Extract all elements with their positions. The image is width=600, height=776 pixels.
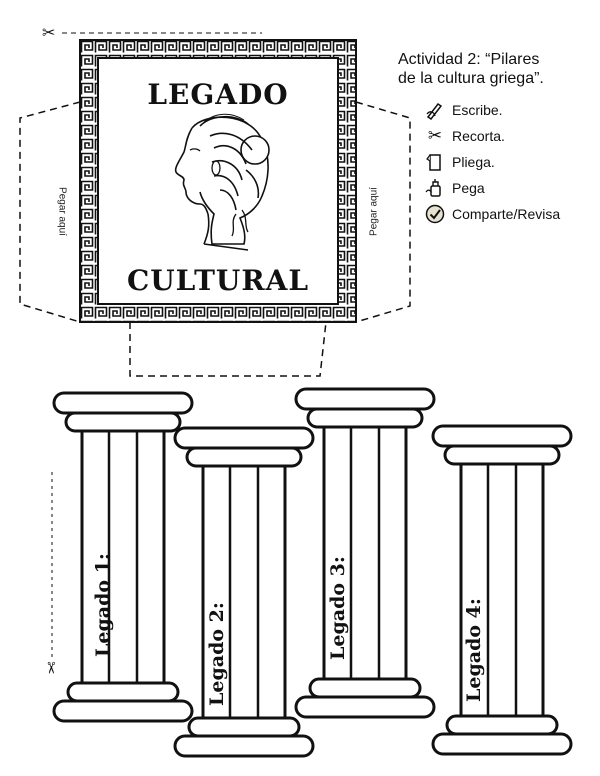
pillar-label-4: Legado 4: — [463, 598, 485, 702]
flap-left — [19, 101, 81, 323]
card-title-top: LEGADO — [147, 78, 289, 111]
glue-label-right: Pegar aquí — [368, 187, 380, 236]
glue-label-left: Pegar aquí — [56, 187, 68, 236]
activity-title: Actividad 2: “Pilares de la cultura grie… — [398, 50, 594, 88]
flap-bottom — [129, 321, 327, 377]
instruction-label: Pliega. — [452, 154, 495, 170]
scissors-icon: ✂ — [42, 23, 56, 42]
instruction-item-share: Comparte/Revisa — [424, 201, 594, 227]
pillar-1 — [52, 391, 194, 723]
scissors-icon: ✂ — [41, 661, 61, 675]
pillar-2 — [173, 426, 315, 758]
scissors-icon: ✂ — [427, 126, 443, 146]
instruction-label: Escribe. — [452, 102, 503, 118]
instruction-item-glue: Pega — [424, 175, 594, 201]
activity-title-line1: Actividad 2: “Pilares — [398, 51, 540, 68]
instruction-list: Escribe. ✂ Recorta. Pliega. Pega Compart… — [424, 97, 594, 227]
greek-woman-portrait — [174, 113, 270, 251]
pillar-label-1: Legado 1: — [92, 553, 114, 657]
pillar-3 — [294, 387, 436, 719]
pillar-4 — [431, 424, 573, 756]
card-title-bottom: CULTURAL — [126, 264, 310, 297]
fold-page-icon — [424, 151, 446, 173]
instruction-label: Recorta. — [452, 128, 505, 144]
instruction-item-write: Escribe. — [424, 97, 594, 123]
pillar-label-3: Legado 3: — [327, 556, 349, 660]
glue-bottle-icon — [424, 177, 446, 199]
instruction-label: Pega — [452, 180, 485, 196]
instruction-label: Comparte/Revisa — [452, 206, 561, 222]
instruction-item-fold: Pliega. — [424, 149, 594, 175]
activity-title-line2: de la cultura griega”. — [398, 70, 544, 87]
writing-hand-icon — [424, 99, 446, 121]
instruction-item-cut: ✂ Recorta. — [424, 123, 594, 149]
flap-right — [355, 101, 411, 323]
pillar-label-2: Legado 2: — [206, 602, 228, 706]
check-badge-icon — [424, 203, 446, 225]
